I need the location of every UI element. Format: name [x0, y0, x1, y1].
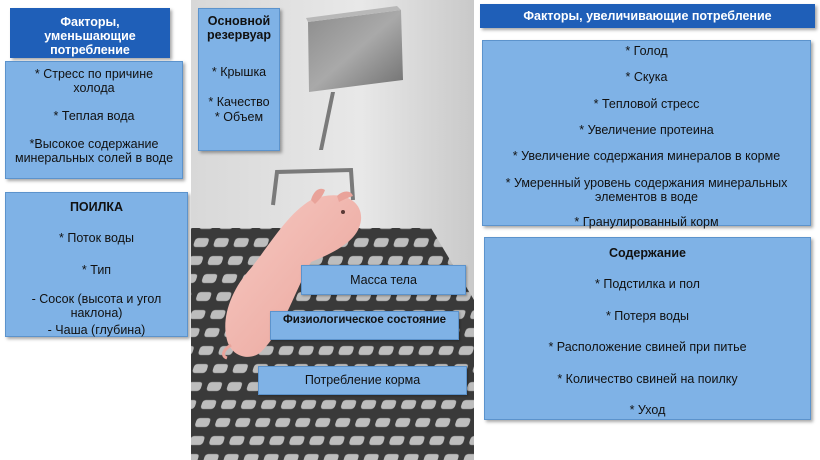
reservoir-box: Основной резервуар * Крышка * Качество *…	[198, 8, 280, 151]
increase-item-feed-minerals: * Увеличение содержания минералов в корм…	[483, 149, 810, 163]
body-mass-label: Масса тела	[301, 265, 466, 295]
feed-intake-text: Потребление корма	[305, 373, 420, 387]
housing-item-pigs-per-drinker: * Количество свиней на поилку	[485, 372, 810, 386]
increase-item-protein: * Увеличение протеина	[483, 123, 810, 137]
drinker-item-bowl: - Чаша (глубина)	[6, 323, 187, 337]
reduce-factors-title: Факторы, уменьшающие потребление	[10, 15, 170, 57]
reservoir-item-quality: * Качество	[199, 95, 279, 109]
feed-intake-label: Потребление корма	[258, 366, 467, 395]
increase-item-hunger: * Голод	[483, 44, 810, 58]
increase-factors-box: * Голод * Скука * Тепловой стресс * Увел…	[482, 40, 811, 226]
drinker-title: ПОИЛКА	[6, 200, 187, 214]
reduce-item-minerals: *Высокое содержание минеральных солей в …	[6, 137, 182, 165]
reservoir-title: Основной резервуар	[199, 14, 279, 42]
reduce-item-cold-stress: * Стресс по причине холода	[6, 67, 182, 95]
reservoir-item-lid: * Крышка	[199, 65, 279, 79]
physio-state-label: Физиологическое состояние	[270, 311, 459, 340]
increase-factors-title: Факторы, увеличивающие потребление	[523, 9, 771, 23]
reservoir-item-volume: * Объем	[199, 110, 279, 124]
housing-item-water-loss: * Потеря воды	[485, 309, 810, 323]
body-mass-text: Масса тела	[350, 273, 417, 287]
drinker-item-type: * Тип	[6, 263, 187, 277]
increase-item-heat-stress: * Тепловой стресс	[483, 97, 810, 111]
reduce-factors-header: Факторы, уменьшающие потребление	[10, 8, 170, 58]
reduce-item-warm-water: * Теплая вода	[6, 109, 182, 123]
drinker-item-nipple: - Сосок (высота и угол наклона)	[6, 292, 187, 320]
increase-item-pellets: * Гранулированный корм	[483, 215, 810, 229]
increase-factors-header: Факторы, увеличивающие потребление	[480, 4, 815, 28]
housing-item-care: * Уход	[485, 403, 810, 417]
housing-item-position: * Расположение свиней при питье	[485, 340, 810, 354]
water-tank	[308, 10, 403, 92]
drinker-item-flow: * Поток воды	[6, 231, 187, 245]
increase-item-boredom: * Скука	[483, 70, 810, 84]
drinker-box: ПОИЛКА * Поток воды * Тип - Сосок (высот…	[5, 192, 188, 337]
housing-item-bedding: * Подстилка и пол	[485, 277, 810, 291]
housing-box: Содержание * Подстилка и пол * Потеря во…	[484, 237, 811, 420]
housing-title: Содержание	[485, 246, 810, 260]
reduce-factors-box: * Стресс по причине холода * Теплая вода…	[5, 61, 183, 179]
physio-state-text: Физиологическое состояние	[283, 314, 446, 326]
increase-item-water-minerals: * Умеренный уровень содержания минеральн…	[483, 176, 810, 204]
